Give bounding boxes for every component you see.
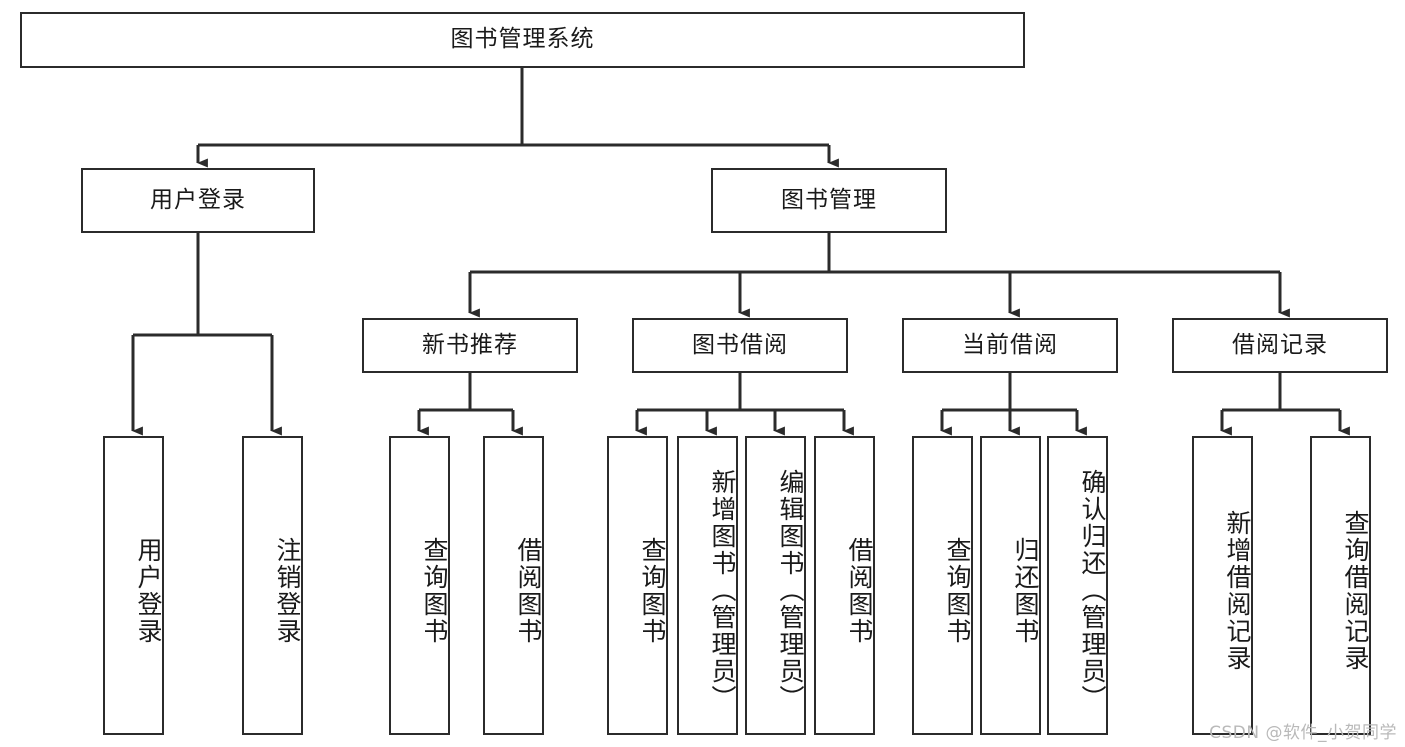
node-leaf-query-book-current[interactable]: 查询图书 [912,436,973,735]
node-leaf-add-borrow-record[interactable]: 新增借阅记录 [1192,436,1253,735]
node-leaf-query-book-borrow[interactable]: 查询图书 [607,436,668,735]
node-leaf-logout-login-label: 注销登录 [273,536,302,645]
node-root-label: 图书管理系统 [450,26,595,53]
node-current-borrow[interactable]: 当前借阅 [902,318,1118,373]
node-book-management[interactable]: 图书管理 [711,168,947,233]
node-leaf-user-login[interactable]: 用户登录 [103,436,164,735]
node-borrow-record[interactable]: 借阅记录 [1172,318,1388,373]
node-leaf-borrow-book-recommend[interactable]: 借阅图书 [483,436,544,735]
node-user-login-label: 用户登录 [150,186,246,213]
node-book-borrow[interactable]: 图书借阅 [632,318,848,373]
node-new-book-recommend[interactable]: 新书推荐 [362,318,578,373]
node-leaf-return-book[interactable]: 归还图书 [980,436,1041,735]
node-borrow-record-label: 借阅记录 [1232,331,1328,358]
node-leaf-borrow-book-label: 借阅图书 [845,536,874,645]
csdn-watermark: CSDN @软件_小贺同学 [1209,723,1397,743]
node-leaf-add-book-admin[interactable]: 新增图书（管理员） [677,436,738,735]
node-leaf-query-borrow-record[interactable]: 查询借阅记录 [1310,436,1371,735]
node-leaf-return-book-label: 归还图书 [1011,536,1040,645]
node-leaf-user-login-label: 用户登录 [134,536,163,645]
node-leaf-edit-book-admin-label: 编辑图书（管理员） [776,469,805,712]
node-leaf-query-book-borrow-label: 查询图书 [638,536,667,645]
node-root[interactable]: 图书管理系统 [20,12,1025,68]
node-leaf-query-borrow-record-label: 查询借阅记录 [1341,509,1370,672]
node-leaf-add-borrow-record-label: 新增借阅记录 [1223,509,1252,672]
node-leaf-edit-book-admin[interactable]: 编辑图书（管理员） [745,436,806,735]
node-user-login[interactable]: 用户登录 [81,168,315,233]
node-leaf-logout-login[interactable]: 注销登录 [242,436,303,735]
node-leaf-add-book-admin-label: 新增图书（管理员） [708,469,737,712]
node-leaf-confirm-return-admin[interactable]: 确认归还（管理员） [1047,436,1108,735]
node-leaf-borrow-book[interactable]: 借阅图书 [814,436,875,735]
node-book-management-label: 图书管理 [781,186,877,213]
node-book-borrow-label: 图书借阅 [692,331,788,358]
node-leaf-query-book-recommend[interactable]: 查询图书 [389,436,450,735]
node-leaf-confirm-return-admin-label: 确认归还（管理员） [1078,469,1107,712]
node-leaf-query-book-current-label: 查询图书 [943,536,972,645]
node-new-book-recommend-label: 新书推荐 [422,331,518,358]
node-leaf-query-book-recommend-label: 查询图书 [420,536,449,645]
node-current-borrow-label: 当前借阅 [962,331,1058,358]
node-leaf-borrow-book-recommend-label: 借阅图书 [514,536,543,645]
